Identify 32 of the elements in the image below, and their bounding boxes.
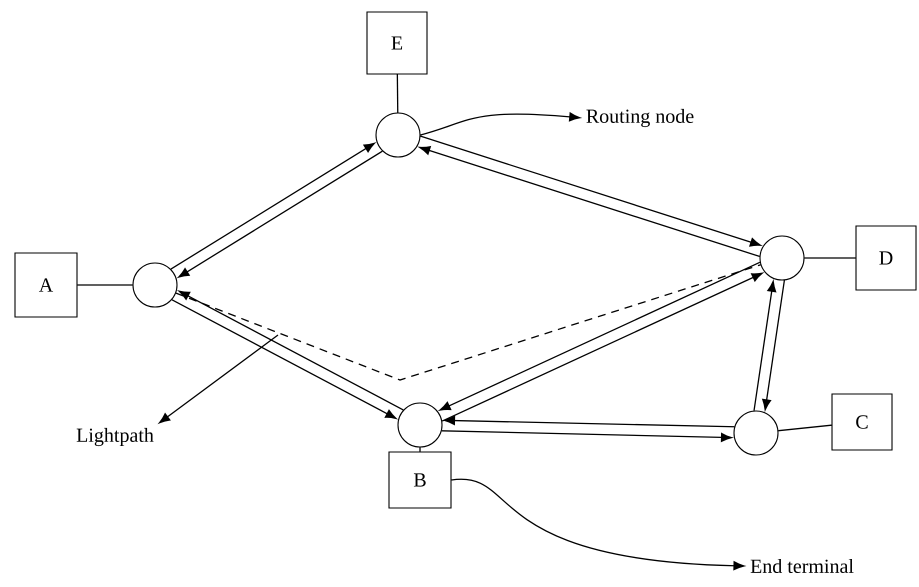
terminal-box: B — [388, 451, 452, 509]
callout-text: Routing node — [586, 108, 694, 128]
routing-node-circle — [759, 235, 805, 281]
leader-arrow — [420, 112, 580, 136]
connector-line — [396, 74, 398, 112]
terminal-box: E — [366, 11, 428, 75]
arrow — [419, 146, 760, 258]
routing-node-circle — [733, 410, 779, 456]
connector-line — [778, 424, 832, 432]
connector-line — [419, 448, 421, 452]
arrow — [420, 136, 762, 247]
connector-line — [78, 284, 132, 286]
arrow — [762, 280, 785, 410]
arrow — [170, 142, 375, 270]
callout-text: Lightpath — [76, 428, 154, 446]
routing-node-circle — [397, 402, 443, 448]
routing-node-circle — [375, 112, 421, 158]
arrow — [442, 430, 732, 442]
terminal-box: D — [855, 225, 917, 291]
leader-arrow — [158, 334, 278, 424]
routing-node-circle — [132, 262, 178, 308]
lightpath-line — [176, 264, 761, 381]
arrow — [178, 150, 383, 278]
terminal-box: A — [14, 252, 78, 318]
arrow — [444, 416, 734, 428]
arrow — [753, 280, 776, 411]
arrow — [178, 290, 404, 410]
arrow — [172, 299, 396, 419]
callout-text: End terminal — [750, 558, 854, 574]
leader-arrow — [452, 478, 744, 570]
terminal-box: C — [831, 393, 893, 451]
connector-line — [804, 257, 856, 259]
